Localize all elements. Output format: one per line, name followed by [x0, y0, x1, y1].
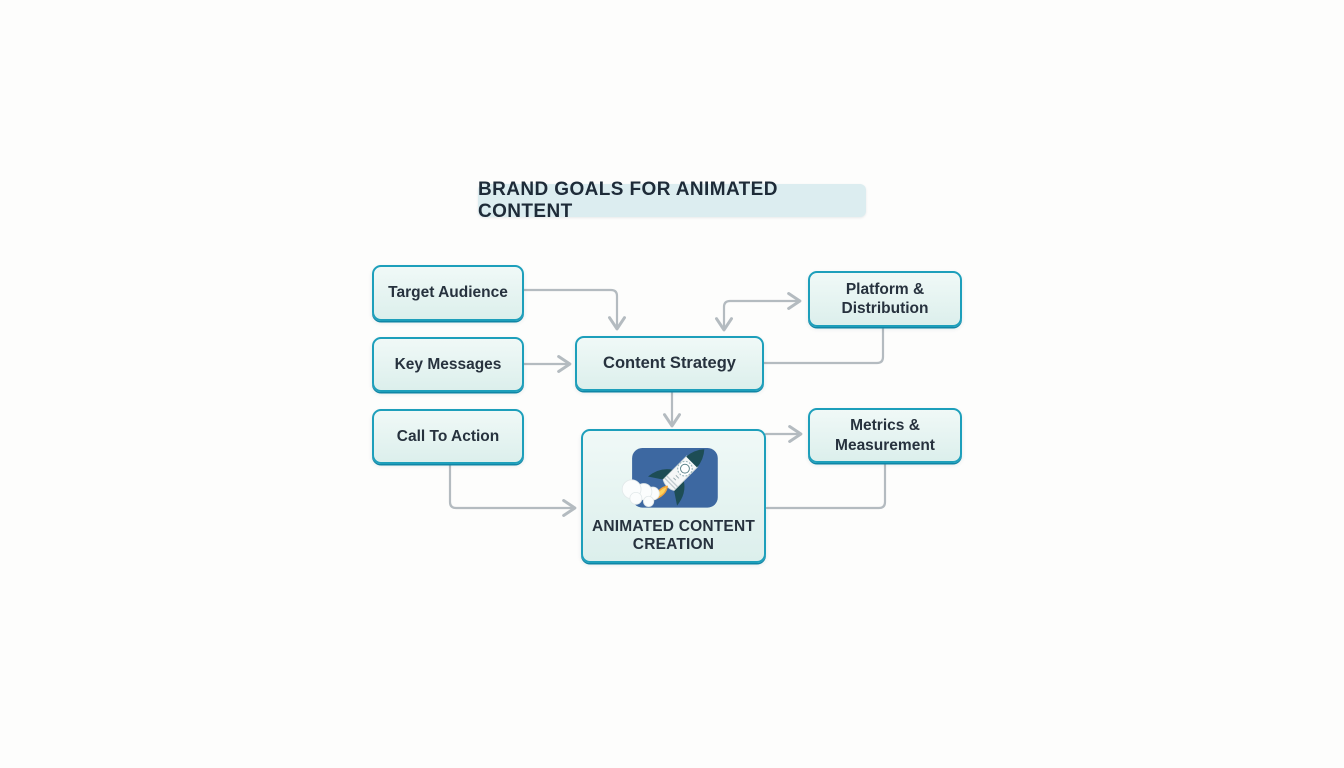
connector-target-audience-to-content-strategy: [522, 288, 626, 331]
node-call-to-action-label: Call To Action: [396, 427, 500, 445]
node-animated-content-creation-label: ANIMATED CONTENT CREATION: [591, 517, 756, 554]
node-platform-distribution: Platform & Distribution: [808, 271, 962, 327]
diagram-title-text: BRAND GOALS FOR ANIMATED CONTENT: [478, 178, 778, 222]
node-key-messages: Key Messages: [372, 337, 524, 392]
connector-content-strategy-platform-distribution-double-arrow: [715, 292, 802, 332]
node-metrics-measurement-label: Metrics & Measurement: [835, 417, 935, 454]
connector-call-to-action-to-animated-content: [448, 462, 577, 517]
node-animated-content-creation: ANIMATED CONTENT CREATION: [581, 429, 766, 563]
node-key-messages-label: Key Messages: [394, 355, 502, 373]
connector-platform-distribution-to-content-strategy: [762, 325, 885, 365]
node-content-strategy-label: Content Strategy: [603, 354, 736, 373]
diagram-title: BRAND GOALS FOR ANIMATED CONTENT: [478, 179, 866, 222]
rocket-launch-icon: [621, 447, 718, 508]
node-target-audience-label: Target Audience: [388, 284, 508, 302]
node-content-strategy: Content Strategy: [575, 336, 764, 391]
node-platform-distribution-label: Platform & Distribution: [841, 280, 929, 317]
connector-metrics-to-animated-content: [765, 461, 887, 510]
node-metrics-measurement: Metrics & Measurement: [808, 408, 962, 463]
node-target-audience: Target Audience: [372, 265, 524, 321]
node-call-to-action: Call To Action: [372, 409, 524, 464]
